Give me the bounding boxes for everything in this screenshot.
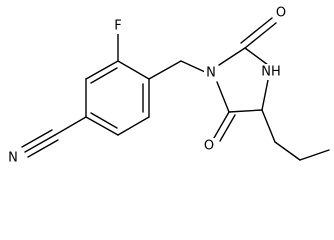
- nitrile-nitrogen-label: N: [8, 151, 18, 166]
- bond-n1-c2: [218, 47, 246, 66]
- bond-c2-o-double: [240, 17, 273, 44]
- bond-c6-c1: [85, 60, 119, 80]
- bond-c5-cn: [54, 116, 87, 136]
- bond-c4-propyl-1: [261, 109, 276, 143]
- bond-propyl-3: [299, 149, 330, 161]
- bond-ch2-n1: [180, 60, 206, 73]
- ring-nitrogen-1-label: N: [206, 66, 216, 81]
- bond-c4-c5-inner: [90, 112, 118, 129]
- bond-nitrile-2: [21, 129, 53, 148]
- atom-labels: F N N NH O O: [7, 5, 287, 166]
- carbonyl-oxygen-5-label: O: [204, 139, 214, 154]
- bond-c5r-n1: [216, 81, 230, 113]
- bond-c1-c2: [117, 60, 150, 80]
- bond-propyl-2: [274, 141, 301, 161]
- carbonyl-oxygen-2-label: O: [276, 6, 286, 21]
- bond-c6-c1-inner: [90, 67, 118, 84]
- chemical-structure-diagram: F N N NH O O: [7, 5, 330, 166]
- bond-c2-o: [244, 22, 277, 49]
- bond-nitrile-1: [24, 134, 56, 153]
- ring-nitrogen-3-label: NH: [261, 65, 281, 80]
- bond-c3-c4: [117, 116, 150, 136]
- bond-c4-c5: [85, 116, 119, 136]
- bond-c5-o: [213, 111, 230, 139]
- bond-n3-c4: [261, 79, 269, 111]
- bond-c2-ch2: [148, 60, 182, 80]
- bond-lines: [21, 17, 330, 161]
- bond-c2-n3: [244, 47, 269, 66]
- fluorine-label: F: [114, 19, 121, 34]
- bond-c5-o-double: [219, 114, 236, 142]
- bond-nitrile-3: [27, 139, 59, 158]
- bond-c4-c5r: [228, 109, 263, 113]
